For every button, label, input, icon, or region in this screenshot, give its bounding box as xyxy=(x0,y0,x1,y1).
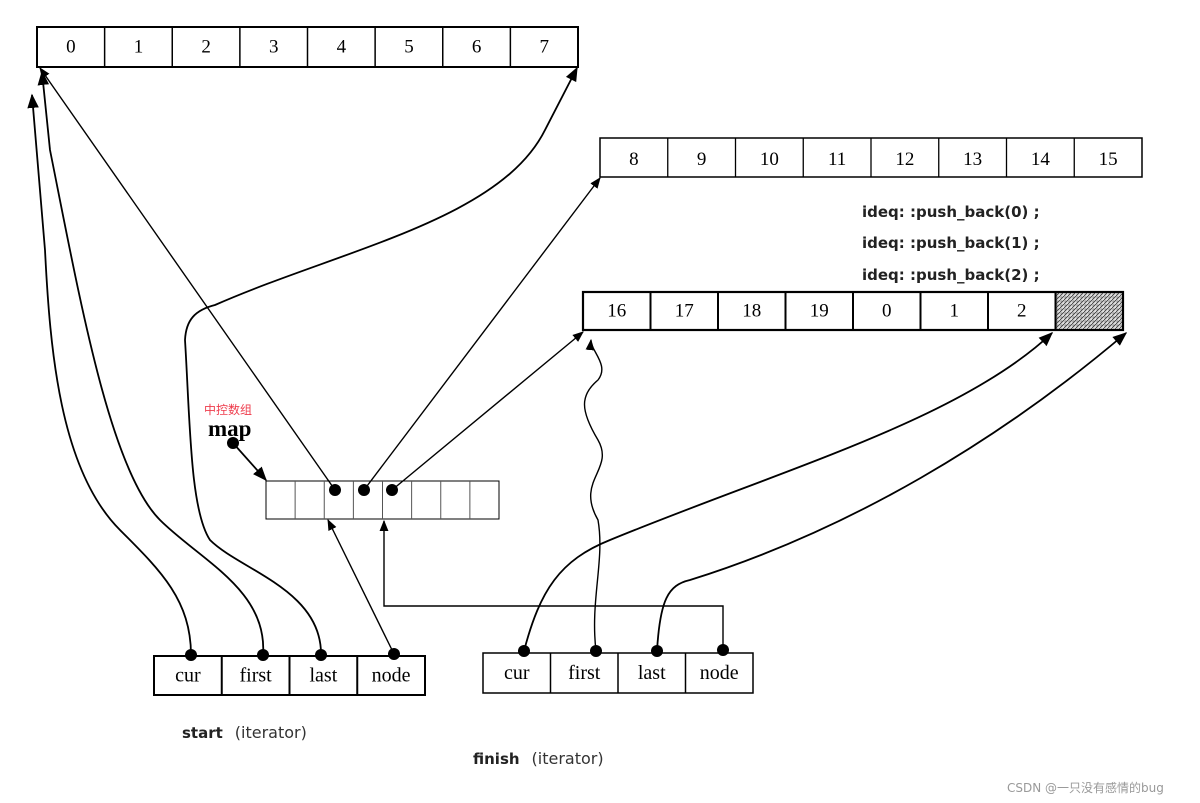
buffer-2-cell: 18 xyxy=(742,301,761,322)
finish-field-cell: cur xyxy=(504,662,530,684)
code-lines: ideq: :push_back(0) ; ideq: :push_back(1… xyxy=(862,203,1040,284)
buffer-1-cell: 8 xyxy=(629,149,639,170)
buffer-0-cell: 2 xyxy=(201,37,211,58)
finish-field-cell: first xyxy=(568,662,601,684)
buffer-0-cell: 6 xyxy=(472,37,482,58)
start-field-cell: last xyxy=(309,665,337,687)
buffer-0: 0 1 2 3 4 5 6 7 xyxy=(36,26,579,68)
map-slot-2-to-buffer-0 xyxy=(39,67,336,491)
finish-first-pointer xyxy=(583,338,604,652)
finish-field-cell: node xyxy=(700,662,739,684)
buffer-1-cell: 14 xyxy=(1031,149,1051,170)
buffer-2: 16 17 18 19 0 1 2 xyxy=(581,290,1125,332)
buffer-1-cell: 13 xyxy=(963,149,982,170)
buffer-0-cell: 0 xyxy=(66,37,76,58)
code-line-2: ideq: :push_back(2) ; xyxy=(862,266,1040,284)
finish-node-pointer xyxy=(379,519,724,650)
map-slot-3-to-buffer-1 xyxy=(363,177,601,491)
buffer-2-cell: 0 xyxy=(882,301,892,322)
start-node-pointer xyxy=(327,518,395,655)
finish-cur-pointer xyxy=(523,332,1054,652)
start-field-cell: first xyxy=(240,665,273,687)
buffer-0-cell: 1 xyxy=(134,37,144,58)
buffer-1-cell: 10 xyxy=(760,149,779,170)
code-line-1: ideq: :push_back(1) ; xyxy=(862,234,1040,252)
buffer-2-cell: 2 xyxy=(1017,301,1027,322)
buffer-2-cell: 16 xyxy=(607,301,626,322)
start-iterator-caption: start (iterator) xyxy=(182,723,307,742)
buffer-0-cell: 4 xyxy=(337,37,347,58)
start-field-cell: cur xyxy=(175,665,201,687)
buffer-0-cell: 5 xyxy=(404,37,414,58)
code-line-0: ideq: :push_back(0) ; xyxy=(862,203,1040,221)
buffer-1-cell: 15 xyxy=(1099,149,1118,170)
buffer-0-cell: 7 xyxy=(539,37,549,58)
map-slot-4-to-buffer-2 xyxy=(391,331,584,491)
finish-field-cell: last xyxy=(638,662,666,684)
map-label: map xyxy=(208,416,251,441)
start-iterator-type: (iterator) xyxy=(235,723,307,742)
start-iterator-name: start xyxy=(182,724,223,742)
finish-iterator: cur first last node finish (iterator) xyxy=(473,652,754,768)
buffer-2-cell: 17 xyxy=(675,301,694,322)
buffer-2-hatched-cell xyxy=(1056,293,1122,329)
buffer-0-cell: 3 xyxy=(269,37,279,58)
start-first-pointer xyxy=(37,70,264,656)
watermark: CSDN @一只没有感情的bug xyxy=(1007,780,1164,795)
start-field-cell: node xyxy=(372,665,411,687)
finish-last-pointer xyxy=(656,332,1128,652)
finish-iterator-name: finish xyxy=(473,750,520,768)
start-cur-pointer xyxy=(27,93,192,656)
finish-iterator-caption: finish (iterator) xyxy=(473,749,604,768)
buffer-2-cell: 1 xyxy=(950,301,960,322)
buffer-1: 8 9 10 11 12 13 14 15 xyxy=(599,137,1143,178)
buffer-1-cell: 12 xyxy=(895,149,914,170)
start-iterator: cur first last node start (iterator) xyxy=(153,655,426,742)
map-array: 中控数组 map xyxy=(204,402,500,520)
finish-iterator-type: (iterator) xyxy=(532,749,604,768)
buffer-2-cell: 19 xyxy=(810,301,829,322)
pointers xyxy=(27,66,1128,661)
start-last-pointer xyxy=(184,66,578,656)
map-cn-label: 中控数组 xyxy=(204,402,252,417)
buffer-1-cell: 11 xyxy=(828,149,846,170)
buffer-1-cell: 9 xyxy=(697,149,707,170)
map-pointer-arrow xyxy=(232,442,267,482)
